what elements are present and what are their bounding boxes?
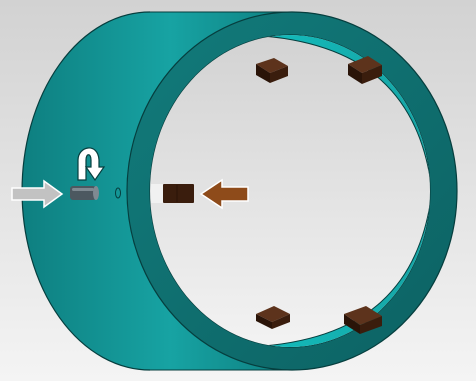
mounting-block-bottom-right <box>344 306 382 334</box>
mounting-block-top-left <box>256 58 288 83</box>
right-arrow-icon <box>11 179 64 209</box>
front-face-outer-edge <box>126 11 458 371</box>
mounting-block-top-right <box>348 56 382 84</box>
insert-piece <box>151 184 194 203</box>
fastener-pin <box>70 186 99 200</box>
left-arrow-icon <box>199 178 249 210</box>
inner-surface-edge <box>247 35 430 347</box>
rotate-clockwise-icon <box>77 147 106 182</box>
mounting-block-bottom-left <box>256 306 290 329</box>
outer-surface-hole <box>115 187 121 199</box>
